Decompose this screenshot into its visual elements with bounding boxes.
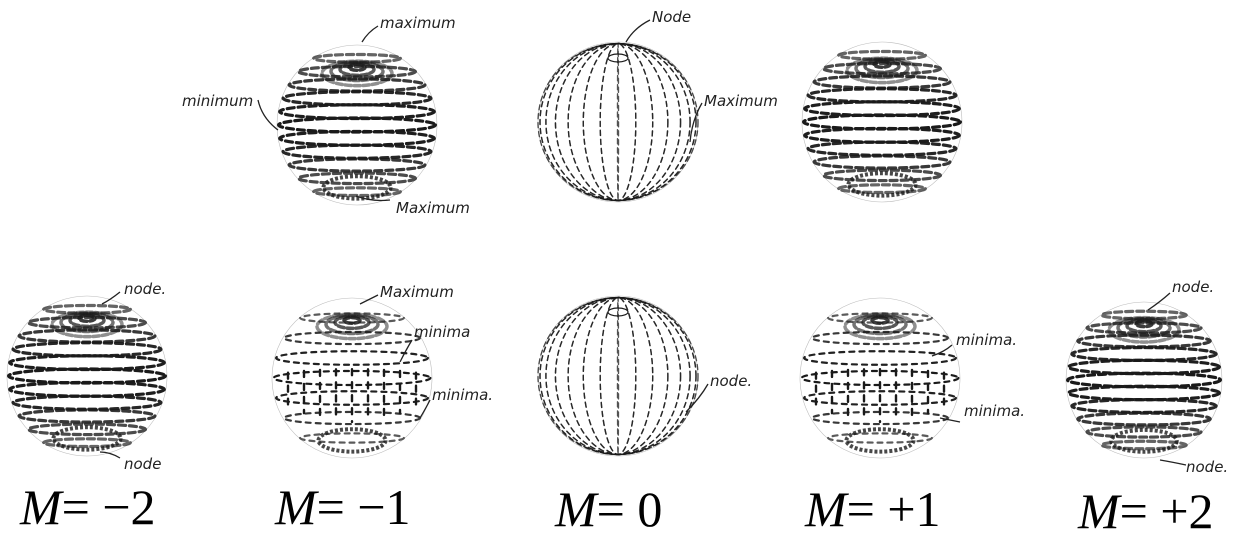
annotation-mneg2-node-top: node.: [124, 280, 166, 298]
sphere-m-neg1: [271, 297, 433, 459]
label-m-neg2: M= −2: [19, 479, 156, 535]
annotation-top1-maximum-bottom: Maximum: [396, 199, 470, 217]
annotation-top1-maximum: maximum: [380, 14, 456, 32]
annotation-mneg1-minima-lower: minima.: [432, 386, 493, 404]
annotation-top1-minimum: minimum: [182, 92, 253, 110]
sphere-top-2: [537, 41, 699, 203]
annotation-mpos2-node-bottom: node.: [1186, 458, 1228, 476]
annotation-mpos1-minima-upper: minima.: [956, 331, 1017, 349]
label-m-0: M= 0: [554, 481, 662, 535]
annotation-mpos1-minima-lower: minima.: [964, 402, 1025, 420]
label-m-pos2: M= +2: [1077, 483, 1214, 535]
annotation-mneg2-node-bottom: node: [124, 455, 161, 473]
sphere-m-pos2: [1065, 301, 1223, 459]
sphere-m-0: [537, 295, 699, 457]
annotation-m0-node: node.: [710, 372, 752, 390]
label-m-pos1: M= +1: [804, 481, 941, 535]
annotation-top2-maximum: Maximum: [704, 92, 778, 110]
annotation-leaders: [99, 19, 1187, 466]
sphere-m-neg2: [6, 295, 168, 457]
sphere-top-1: [276, 44, 438, 206]
sphere-top-3: [801, 41, 963, 203]
annotation-top2-node: Node: [652, 8, 691, 26]
annotation-mpos2-node-top: node.: [1172, 278, 1214, 296]
label-m-neg1: M= −1: [274, 479, 411, 535]
annotation-mneg1-maximum: Maximum: [380, 283, 454, 301]
sphere-m-pos1: [799, 297, 961, 459]
annotation-mneg1-minima-upper: minima: [414, 323, 470, 341]
